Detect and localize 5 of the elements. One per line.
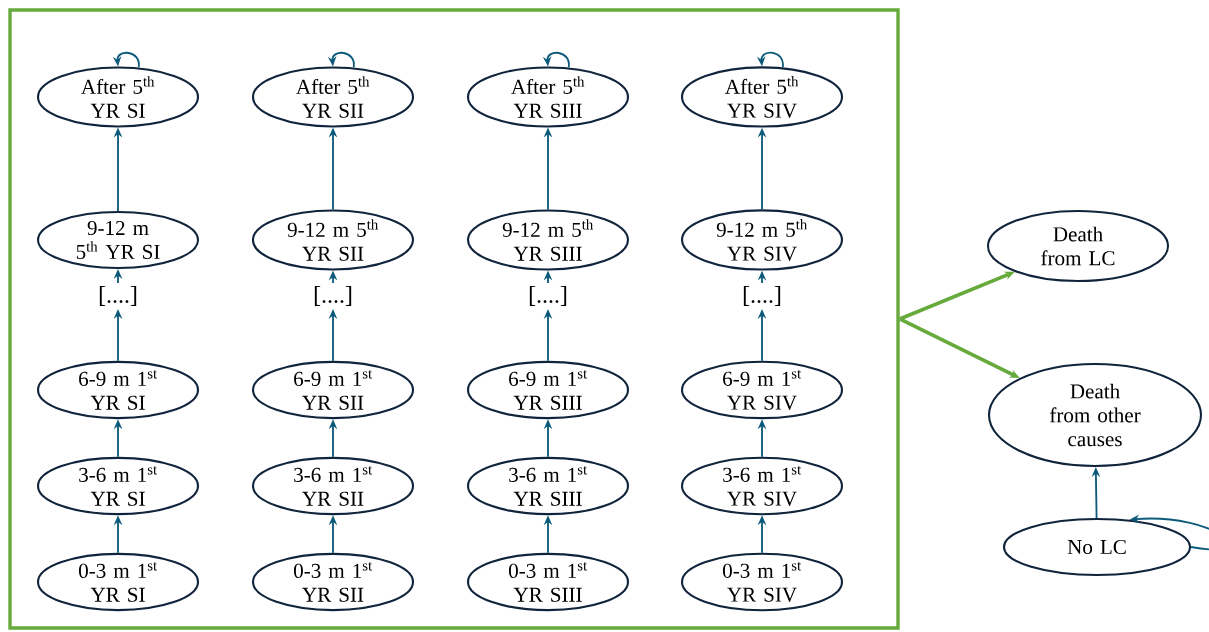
- ellipsis-text: [....]: [743, 286, 781, 306]
- ellipsis-text: [....]: [99, 286, 137, 306]
- group-frame: [8, 8, 900, 630]
- ellipsis-text: [....]: [529, 286, 567, 306]
- ellipsis-text: [....]: [314, 286, 352, 306]
